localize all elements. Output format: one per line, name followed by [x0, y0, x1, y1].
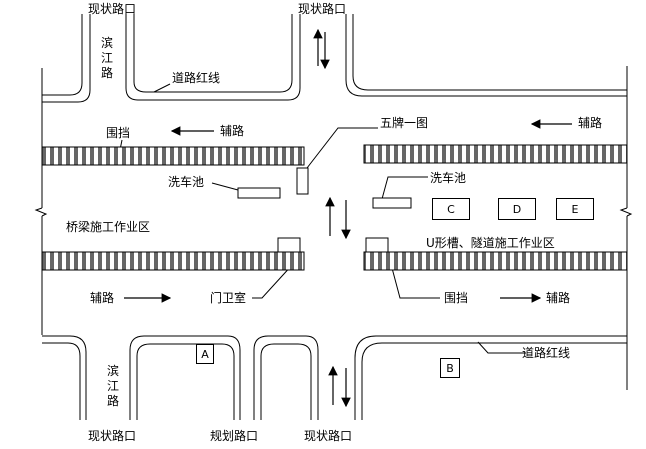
marker-e: E [556, 198, 594, 220]
leader-red-line-bottom [477, 341, 526, 354]
label-bottom-right-junction: 现状路口 [304, 429, 353, 443]
curb-tr-2 [352, 14, 627, 91]
curb-tr-1 [345, 14, 627, 97]
label-bottom-left-junction: 现状路口 [88, 429, 137, 443]
label-aux-road-top-right: 辅路 [578, 116, 603, 130]
fence-bottom-left [41, 251, 305, 271]
curb-tm-1 [125, 14, 301, 101]
leader-wash-left [211, 182, 239, 191]
leader-red-line-top [153, 83, 171, 93]
label-red-line-bottom: 道路红线 [522, 346, 571, 360]
curb-bm-3 [253, 335, 319, 420]
curb-tl-1 [42, 14, 83, 96]
marker-d: D [498, 198, 536, 220]
label-tunnel-zone: U形槽、隧道施工作业区 [426, 236, 555, 250]
curb-bl-2 [42, 342, 81, 420]
guard-room-left [277, 237, 301, 253]
wash-pit-left [237, 187, 281, 199]
label-red-line-top: 道路红线 [172, 71, 221, 85]
fence-bottom-right [363, 251, 628, 271]
label-aux-road-top-left: 辅路 [220, 124, 245, 138]
label-top-right-junction: 现状路口 [298, 2, 347, 16]
left-break-mark [34, 207, 48, 217]
label-bottom-mid-junction: 规划路口 [210, 429, 259, 443]
right-break-mark [619, 207, 633, 217]
curb-tl-2 [42, 14, 91, 103]
curb-bm-2 [136, 343, 235, 420]
label-bridge-zone: 桥梁施工作业区 [66, 220, 151, 234]
marker-b: B [440, 358, 460, 378]
label-top-left-junction: 现状路口 [88, 2, 137, 16]
label-wash-left: 洗车池 [168, 175, 205, 189]
label-aux-road-bottom-right: 辅路 [546, 291, 571, 305]
curb-br-2 [361, 342, 627, 420]
curb-bl-1 [42, 335, 87, 420]
marker-a: A [196, 344, 214, 364]
label-wash-right: 洗车池 [430, 171, 467, 185]
label-five-boards: 五牌一图 [380, 116, 429, 130]
guard-room-right [365, 237, 389, 253]
label-fence-top: 围挡 [106, 126, 131, 140]
label-binjiang-top: 滨江路 [100, 36, 113, 80]
fence-top-left [41, 146, 305, 166]
wash-pit-right [372, 197, 412, 209]
marker-c: C [432, 198, 470, 220]
five-boards-sign [296, 167, 309, 195]
label-fence-bottom: 围挡 [444, 291, 469, 305]
leader-wash-right [381, 176, 428, 200]
label-aux-road-bottom-left: 辅路 [90, 291, 115, 305]
curb-br-1 [354, 335, 627, 420]
label-binjiang-bottom: 滨江路 [106, 364, 119, 408]
leader-five-boards [306, 127, 378, 169]
curb-tm-2 [133, 14, 293, 93]
curb-bm-4 [260, 343, 312, 420]
fence-top-right [363, 144, 628, 164]
label-guard-room: 门卫室 [210, 291, 247, 305]
curb-bm-1 [129, 335, 241, 420]
